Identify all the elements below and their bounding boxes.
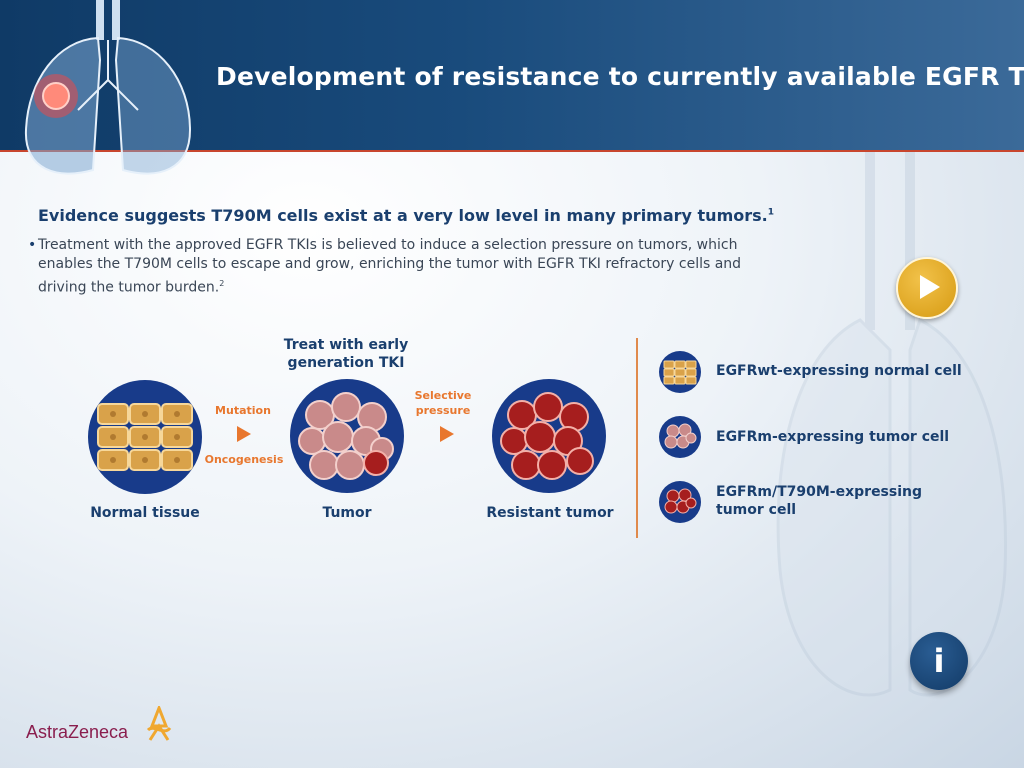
mutation-arrow-icon (237, 426, 251, 442)
bullet-dot: • (28, 237, 37, 253)
legend-t790m-cell-label: EGFRm/T790M-expressing tumor cell (716, 484, 923, 518)
bullet-reference: 2 (219, 279, 225, 288)
info-button[interactable]: i (910, 632, 968, 690)
bullet-body: Treatment with the approved EGFR TKIs is… (38, 237, 742, 296)
evidence-headline: Evidence suggests T790M cells exist at a… (38, 206, 774, 225)
legend-tumor-cell-label: EGFRm-expressing tumor cell (716, 429, 950, 445)
resistant-tumor-image (492, 379, 606, 493)
bullet-text: Treatment with the approved EGFR TKIs is… (28, 236, 748, 298)
normal-tissue-label: Normal tissue (90, 505, 200, 521)
headline-text: Evidence suggests T790M cells exist at a… (38, 206, 768, 225)
lung-tumor-icon (24, 0, 192, 175)
header-bar: Development of resistance to currently a… (0, 0, 1024, 175)
play-button[interactable] (896, 257, 958, 319)
logo-text: AstraZeneca (26, 722, 129, 742)
treatment-bullet: • Treatment with the approved EGFR TKIs … (28, 236, 748, 298)
normal-tissue-image (88, 380, 202, 494)
tumor-label: Tumor (322, 505, 372, 521)
resistant-tumor-label: Resistant tumor (486, 505, 614, 521)
page-title: Development of resistance to currently a… (216, 62, 1024, 91)
tumor-treat-label: Treat with early generation TKI (283, 337, 409, 371)
background-lung-illustration (776, 150, 1008, 697)
astrazeneca-symbol-icon (146, 706, 172, 741)
play-icon (920, 275, 940, 299)
legend-t790m-cell-icon (659, 481, 701, 523)
legend-tumor-cell-icon (659, 416, 701, 458)
tumor-image (290, 379, 404, 493)
mutation-label: Mutation (215, 404, 271, 417)
legend-normal-cell-icon (659, 351, 701, 393)
legend-divider (636, 338, 638, 538)
selective-pressure-arrow-icon (440, 426, 454, 442)
legend-normal-cell-label: EGFRwt-expressing normal cell (716, 363, 962, 379)
oncogenesis-label: Oncogenesis (204, 453, 284, 466)
astrazeneca-logo[interactable]: AstraZeneca (26, 706, 186, 746)
headline-reference: 1 (767, 207, 774, 218)
selective-pressure-label: Selective pressure (414, 389, 472, 417)
